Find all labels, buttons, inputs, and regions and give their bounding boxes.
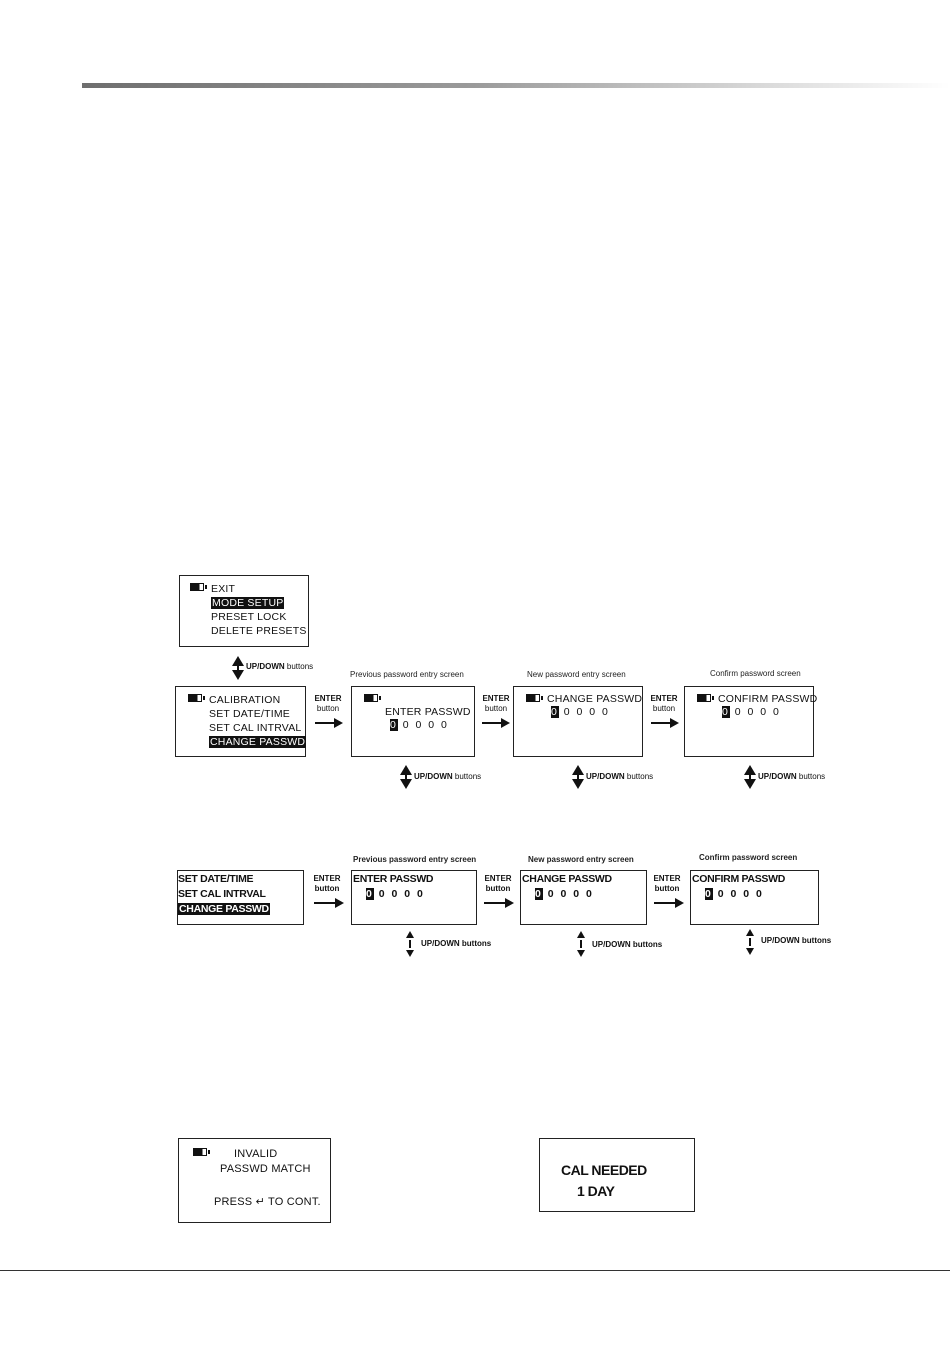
lcd-setup-menu-2: SET DATE/TIME SET CAL INTRVAL CHANGE PAS… (177, 870, 304, 925)
digit-cursor: 0 (535, 888, 543, 900)
digit-cursor: 0 (551, 706, 559, 718)
updown-arrow-icon (575, 931, 587, 957)
lcd-confirm-passwd: CONFIRM PASSWD 0 0 0 0 0 (684, 686, 818, 757)
cal-needed-line-2: 1 DAY (577, 1183, 615, 1199)
menu-item-set-cal-interval: SET CAL INTRVAL (209, 722, 302, 734)
updown-arrow-icon (404, 931, 416, 957)
lcd-main-menu: EXIT MODE SETUP PRESET LOCK DELETE PRESE… (179, 575, 309, 647)
screen-title: CHANGE PASSWD (547, 693, 643, 705)
menu-item-mode-setup: MODE SETUP (211, 597, 285, 609)
caption-confirm-password: Confirm password screen (710, 669, 801, 678)
lcd-confirm-passwd-2: CONFIRM PASSWD 0 0 0 0 0 (690, 870, 819, 925)
updown-label: UP/DOWN buttons (414, 772, 482, 781)
right-arrow-icon (482, 718, 510, 728)
battery-icon (697, 694, 714, 702)
invalid-line-3: PRESS ↵ TO CONT. (214, 1196, 321, 1208)
caption-previous-password: Previous password entry screen (353, 855, 477, 864)
digit-cursor: 0 (390, 719, 398, 731)
right-arrow-icon (314, 898, 344, 908)
updown-label: UP/DOWN buttons (246, 662, 314, 671)
lcd-setup-menu: CALIBRATION SET DATE/TIME SET CAL INTRVA… (175, 686, 307, 757)
cal-needed-line-1: CAL NEEDED (561, 1162, 647, 1178)
right-arrow-icon (651, 718, 679, 728)
updown-arrow-icon (744, 929, 756, 955)
password-digits: 0 0 0 0 0 (535, 888, 594, 900)
battery-icon (526, 694, 543, 702)
lcd-invalid-passwd: INVALID PASSWD MATCH PRESS ↵ TO CONT. (178, 1138, 331, 1223)
screen-title: CONFIRM PASSWD (718, 693, 818, 705)
password-digits: 0 0 0 0 0 (551, 706, 610, 718)
digit-cursor: 0 (705, 888, 713, 900)
updown-arrow-icon (400, 765, 412, 789)
header-rule (82, 83, 950, 88)
menu-item-set-date-time: SET DATE/TIME (209, 708, 290, 720)
lcd-change-passwd: CHANGE PASSWD 0 0 0 0 0 (513, 686, 643, 757)
digit-cursor: 0 (722, 706, 730, 718)
menu-item-delete-presets: DELETE PRESETS (211, 625, 307, 637)
password-digits: 0 0 0 0 0 (390, 719, 449, 731)
menu-item-change-passwd: CHANGE PASSWD (178, 903, 270, 915)
right-arrow-icon (315, 718, 343, 728)
password-digits: 0 0 0 0 0 (722, 706, 781, 718)
battery-icon (193, 1148, 210, 1156)
updown-arrow-icon (572, 765, 584, 789)
battery-icon (188, 694, 205, 702)
updown-label: UP/DOWN buttons (421, 939, 492, 948)
caption-confirm-password: Confirm password screen (699, 853, 798, 862)
menu-item-exit: EXIT (211, 583, 236, 595)
updown-arrow-icon (232, 656, 244, 680)
right-arrow-icon (484, 898, 514, 908)
updown-label: UP/DOWN buttons (761, 936, 832, 945)
password-digits: 0 0 0 0 0 (705, 888, 764, 900)
screen-title: CONFIRM PASSWD (692, 873, 786, 885)
screen-title: ENTER PASSWD (385, 706, 471, 718)
updown-label: UP/DOWN buttons (592, 940, 663, 949)
footer-rule (0, 1270, 950, 1271)
lcd-change-passwd-2: CHANGE PASSWD 0 0 0 0 0 (520, 870, 647, 925)
invalid-line-2: PASSWD MATCH (220, 1163, 311, 1175)
lcd-enter-passwd: ENTER PASSWD 0 0 0 0 0 (351, 686, 475, 757)
digit-cursor: 0 (366, 888, 374, 900)
caption-previous-password: Previous password entry screen (350, 670, 464, 679)
caption-new-password: New password entry screen (528, 855, 634, 864)
invalid-line-1: INVALID (234, 1148, 278, 1160)
lcd-cal-needed: CAL NEEDED 1 DAY (539, 1138, 695, 1212)
menu-item-change-passwd: CHANGE PASSWD (209, 736, 307, 748)
screen-title: CHANGE PASSWD (522, 873, 612, 885)
updown-label: UP/DOWN buttons (758, 772, 826, 781)
menu-item-calibration: CALIBRATION (209, 694, 281, 706)
menu-item-preset-lock: PRESET LOCK (211, 611, 287, 623)
password-digits: 0 0 0 0 0 (366, 888, 425, 900)
updown-label: UP/DOWN buttons (586, 772, 654, 781)
screen-title: ENTER PASSWD (353, 873, 434, 885)
lcd-enter-passwd-2: ENTER PASSWD 0 0 0 0 0 (351, 870, 477, 925)
menu-item-set-cal-interval: SET CAL INTRVAL (178, 888, 266, 900)
caption-new-password: New password entry screen (527, 670, 626, 679)
right-arrow-icon (654, 898, 684, 908)
battery-icon (190, 583, 207, 591)
menu-item-set-date-time: SET DATE/TIME (178, 873, 254, 885)
enter-key-icon: ↵ (255, 1196, 265, 1208)
battery-icon (364, 694, 381, 702)
updown-arrow-icon (744, 765, 756, 789)
